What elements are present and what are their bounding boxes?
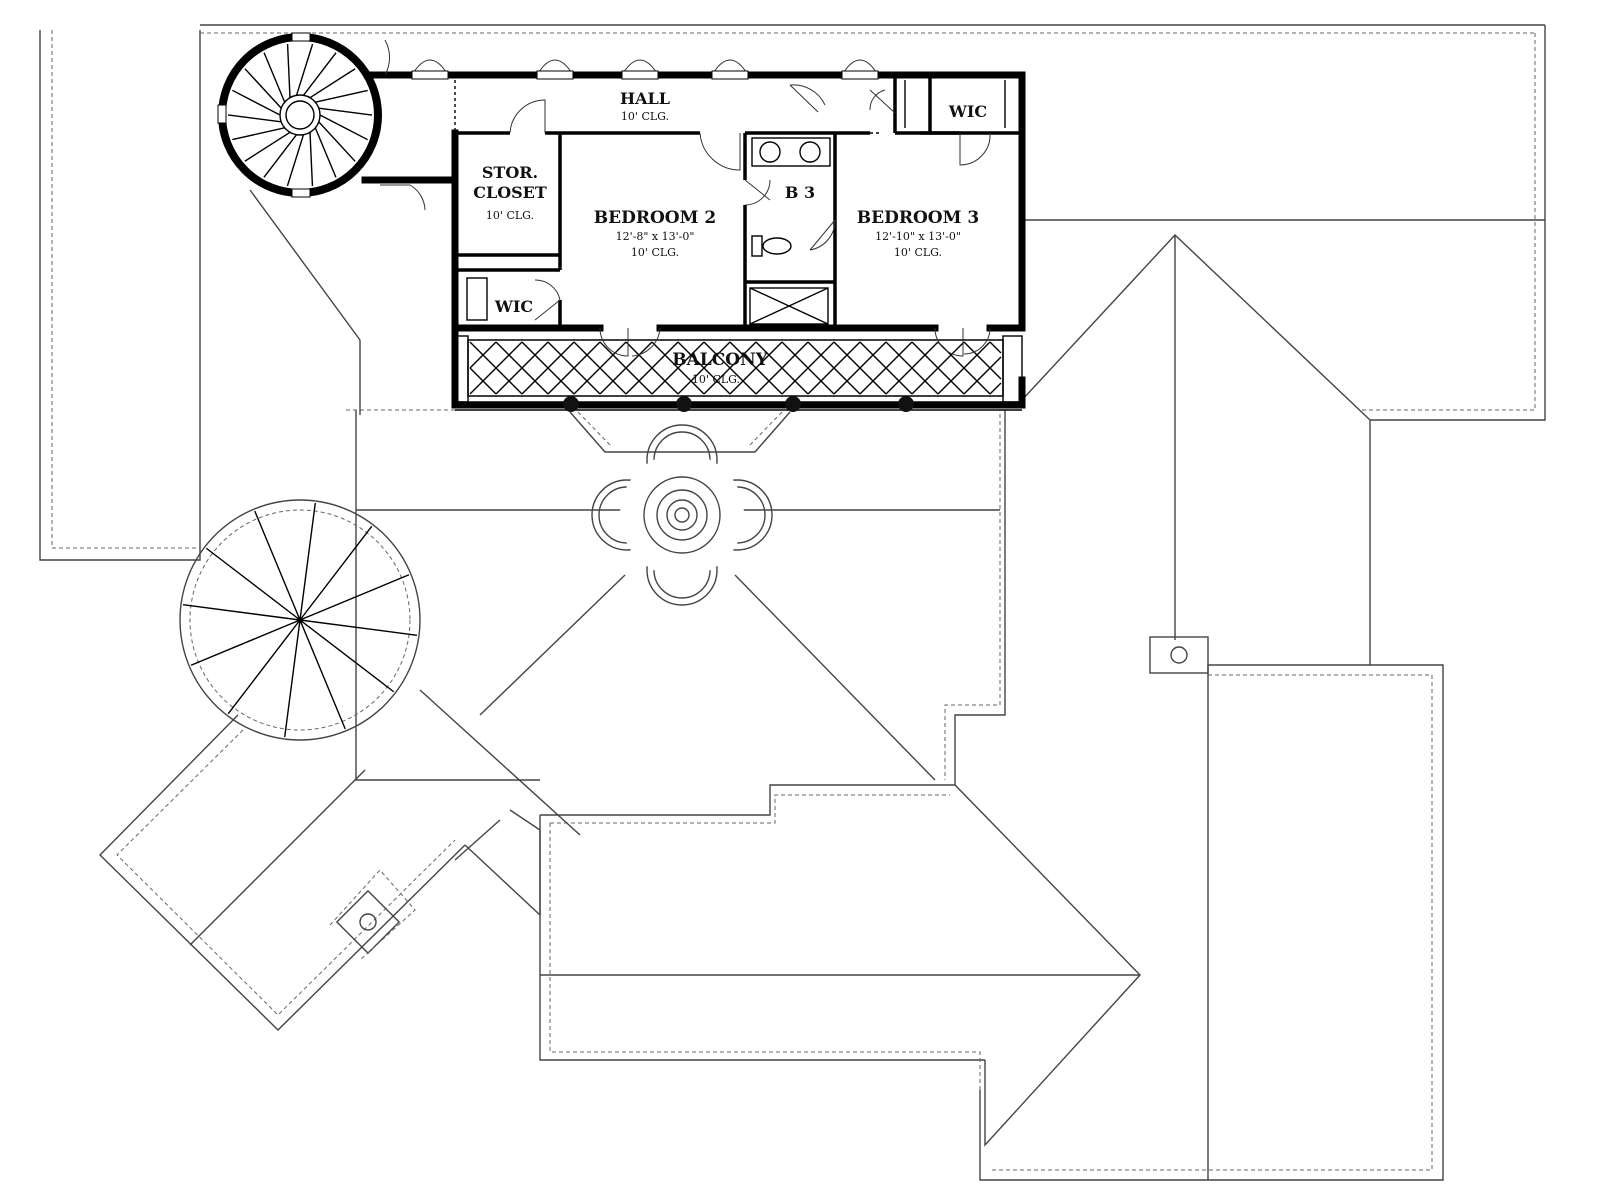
bedroom3-ceiling: 10' CLG. — [894, 246, 942, 259]
balcony — [454, 327, 1023, 412]
balcony-column — [563, 396, 579, 412]
stor-closet-label-2: CLOSET — [473, 183, 547, 202]
upper-floor — [217, 32, 1026, 409]
roof-vent-left — [335, 889, 401, 955]
bedroom3-size: 12'-10" x 13'-0" — [875, 230, 961, 243]
balcony-column — [676, 396, 692, 412]
spiral-stair-tower — [218, 33, 382, 197]
bedroom2-ceiling: 10' CLG. — [631, 246, 679, 259]
bedroom2-size: 12'-8" x 13'-0" — [616, 230, 695, 243]
bath3-label: B 3 — [785, 183, 815, 202]
wic-right-label: WIC — [948, 102, 987, 121]
roof-plan — [39, 24, 1546, 1181]
fountain — [569, 411, 791, 606]
bedroom3-label: BEDROOM 3 — [857, 208, 979, 228]
hall-ceiling: 10' CLG. — [621, 110, 669, 123]
balcony-label: BALCONY — [672, 350, 768, 370]
balcony-column — [898, 396, 914, 412]
turret-roof — [179, 499, 421, 741]
balcony-column — [785, 396, 801, 412]
balcony-ceiling: 10' CLG. — [692, 373, 740, 386]
stor-closet-label: STOR. — [482, 163, 538, 182]
bedroom2-label: BEDROOM 2 — [594, 208, 716, 228]
stor-closet-ceiling: 10' CLG. — [486, 209, 534, 222]
room-labels: HALL 10' CLG. STOR. CLOSET 10' CLG. BEDR… — [473, 89, 987, 386]
hall-label: HALL — [620, 89, 670, 108]
roof-vent — [1149, 636, 1209, 674]
wic-left-label: WIC — [494, 297, 533, 316]
